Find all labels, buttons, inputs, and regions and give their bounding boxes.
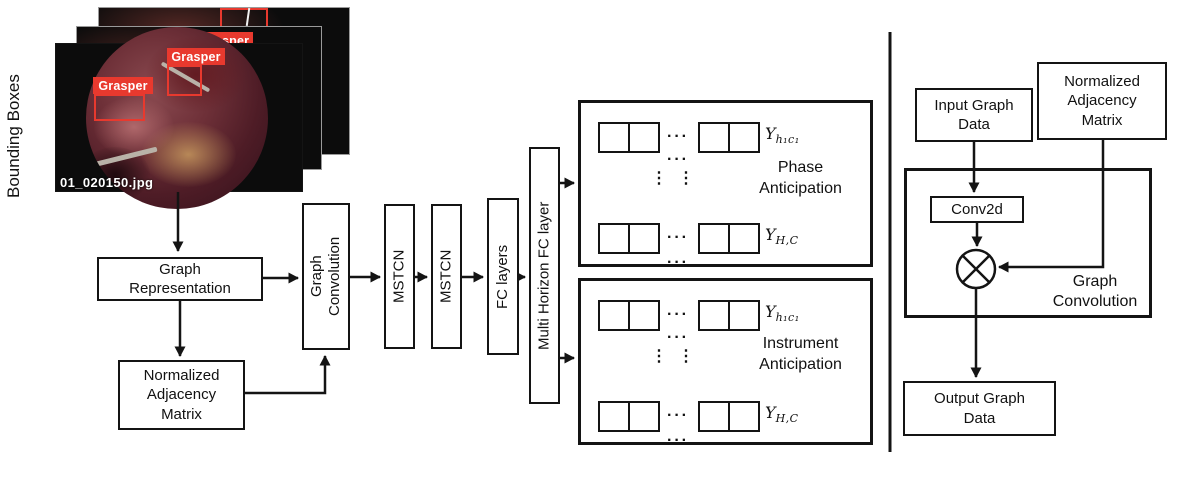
normalized-adjacency-box-right: Normalized Adjacency Matrix [1037,62,1167,140]
frame-filename: 01_020150.jpg [60,175,154,190]
graph-convolution-box: Graph Convolution [302,203,350,350]
phase-anticipation-block: ··· Yh₁c₁ ··· ⋮ ⋮ Phase Anticipation ···… [578,100,873,271]
circle-times-icon [955,248,997,290]
ellipsis-horizontal: ··· [667,432,689,449]
prediction-cells [698,300,760,331]
detection-box [167,65,202,96]
prediction-cells [698,122,760,153]
y-hc-label: YH,C [765,403,799,426]
instrument-anticipation-block: ··· Yh₁c₁ ··· ⋮ ⋮ Instrument Anticipatio… [578,278,873,449]
ellipsis-vertical: ⋮ [678,170,694,187]
prediction-cells [598,122,660,153]
arrow-adjacency-to-graphconv [245,355,331,395]
conv2d-box: Conv2d [930,196,1024,223]
y-hc-label: YH,C [765,225,799,248]
ellipsis-vertical: ⋮ [651,348,667,365]
prediction-cells [598,223,660,254]
ellipsis-vertical: ⋮ [651,170,667,187]
graph-representation-box: Graph Representation [97,257,263,301]
ellipsis-horizontal: ··· [667,306,689,323]
prediction-cells [598,401,660,432]
arrow-adjacency-to-multiply [998,139,1105,273]
output-graph-data-box: Output Graph Data [903,381,1056,436]
prediction-cells [698,401,760,432]
ellipsis-vertical: ⋮ [678,348,694,365]
normalized-adjacency-box: Normalized Adjacency Matrix [118,360,245,430]
instrument-anticipation-title: Instrument Anticipation [759,335,842,373]
ellipsis-horizontal: ··· [667,128,689,145]
ellipsis-horizontal: ··· [667,329,689,346]
graph-convolution-container [904,168,1152,318]
y-h1c1-label: Yh₁c₁ [765,302,800,325]
video-frame-front: Grasper Grasper 01_020150.jpg [55,27,303,209]
mstcn2-box: MSTCN [431,204,462,349]
mstcn1-box: MSTCN [384,204,415,349]
ellipsis-horizontal: ··· [667,407,689,424]
detection-box [94,94,145,121]
ellipsis-horizontal: ··· [667,229,689,246]
input-graph-data-box: Input Graph Data [915,88,1033,142]
phase-anticipation-title: Phase Anticipation [759,159,842,197]
prediction-cells [698,223,760,254]
detection-label: Grasper [93,77,153,94]
ellipsis-horizontal: ··· [667,151,689,168]
prediction-cells [598,300,660,331]
multi-horizon-fc-box: Multi Horizon FC layer [529,147,560,404]
y-h1c1-label: Yh₁c₁ [765,124,800,147]
graph-convolution-label: Graph Convolution [1052,273,1138,310]
ellipsis-horizontal: ··· [667,254,689,271]
fc-layers-box: FC layers [487,198,519,355]
detection-label: Grasper [167,48,225,65]
